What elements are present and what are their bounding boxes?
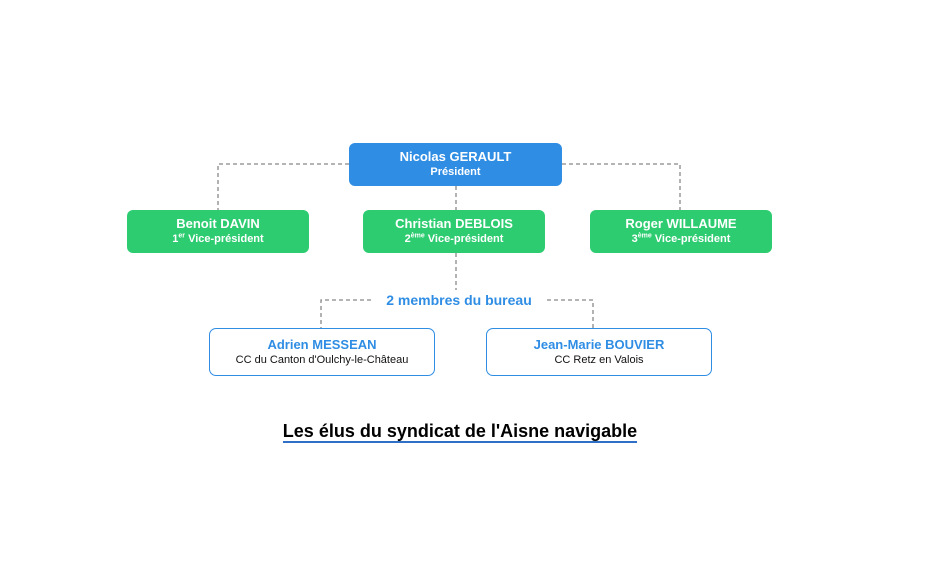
vice-president-name: Benoit DAVIN [176, 216, 260, 231]
bureau-member-org: CC Retz en Valois [554, 353, 644, 366]
bureau-member-2-box: Jean-Marie BOUVIER CC Retz en Valois [486, 328, 712, 376]
president-role: Président [430, 166, 481, 178]
connector-bureau-m2 [547, 299, 594, 328]
vice-president-role: 3ème Vice-président [631, 232, 731, 245]
vice-president-name: Roger WILLAUME [625, 216, 737, 231]
vice-president-1-box: Benoit DAVIN 1er Vice-président [127, 210, 309, 253]
vice-president-name: Christian DEBLOIS [395, 216, 513, 231]
bureau-member-1-box: Adrien MESSEAN CC du Canton d'Oulchy-le-… [209, 328, 435, 376]
vice-president-role: 1er Vice-président [172, 232, 264, 245]
bureau-member-name: Adrien MESSEAN [267, 336, 377, 352]
connector-president-vp3 [562, 163, 681, 210]
bureau-member-name: Jean-Marie BOUVIER [533, 336, 665, 352]
bureau-member-org: CC du Canton d'Oulchy-le-Château [235, 353, 409, 366]
president-box: Nicolas GERAULT Président [349, 143, 562, 186]
diagram-caption: Les élus du syndicat de l'Aisne navigabl… [282, 421, 638, 443]
bureau-label: 2 membres du bureau [371, 290, 547, 310]
vice-president-3-box: Roger WILLAUME 3ème Vice-président [590, 210, 772, 253]
vice-president-2-box: Christian DEBLOIS 2ème Vice-président [363, 210, 545, 253]
connector-bureau-m1 [320, 299, 371, 328]
president-name: Nicolas GERAULT [399, 149, 512, 164]
vice-president-role: 2ème Vice-président [404, 232, 504, 245]
connector-president-vp1 [217, 163, 349, 210]
